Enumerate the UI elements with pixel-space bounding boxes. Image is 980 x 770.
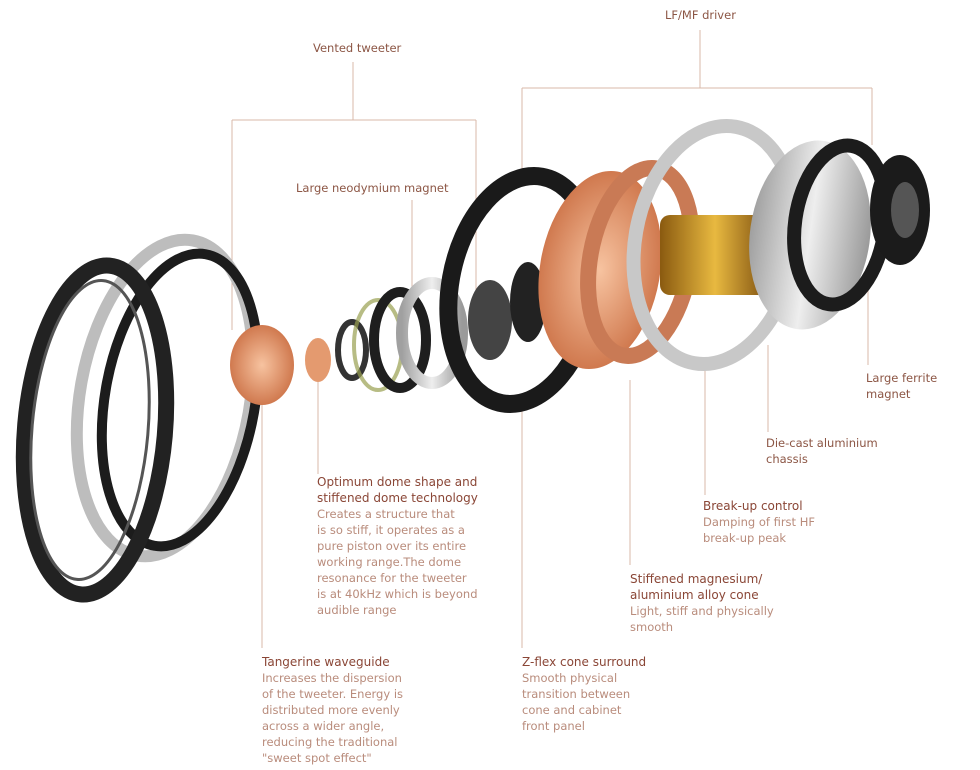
callout-body: Damping of first HF break-up peak [703,515,815,545]
callout-body: Smooth physical transition between cone … [522,671,631,733]
callout-surround: Z-flex cone surround Smooth physical tra… [522,654,646,734]
callout-heading: Z-flex cone surround [522,655,647,669]
title-lf-mf-driver: LF/MF driver [665,8,736,22]
callout-body: Increases the dispersion of the tweeter.… [262,671,404,765]
tweeter-parts [230,262,546,405]
driver-parts [439,119,930,413]
callout-body: Light, stiff and physically smooth [630,604,774,634]
leader-lines [231,30,873,648]
front-trim-rings [15,233,264,603]
title-vented-tweeter: Vented tweeter [313,41,402,55]
callout-dome: Optimum dome shape and stiffened dome te… [317,474,478,618]
callout-breakup: Break-up control Damping of first HF bre… [703,498,815,546]
callout-cone: Stiffened magnesium/ aluminium alloy con… [630,571,774,635]
title-chassis: Die-cast aluminium chassis [766,436,878,466]
callout-heading: Break-up control [703,499,803,513]
title-ferrite-magnet: Large ferrite magnet [866,371,938,401]
callout-heading: Optimum dome shape and stiffened dome te… [317,475,478,505]
callout-heading: Tangerine waveguide [262,655,390,669]
title-neodymium-magnet: Large neodymium magnet [296,181,449,195]
callout-waveguide: Tangerine waveguide Increases the disper… [262,654,403,766]
callout-heading: Stiffened magnesium/ aluminium alloy con… [630,572,763,602]
callout-body: Creates a structure that is so stiff, it… [317,507,478,617]
